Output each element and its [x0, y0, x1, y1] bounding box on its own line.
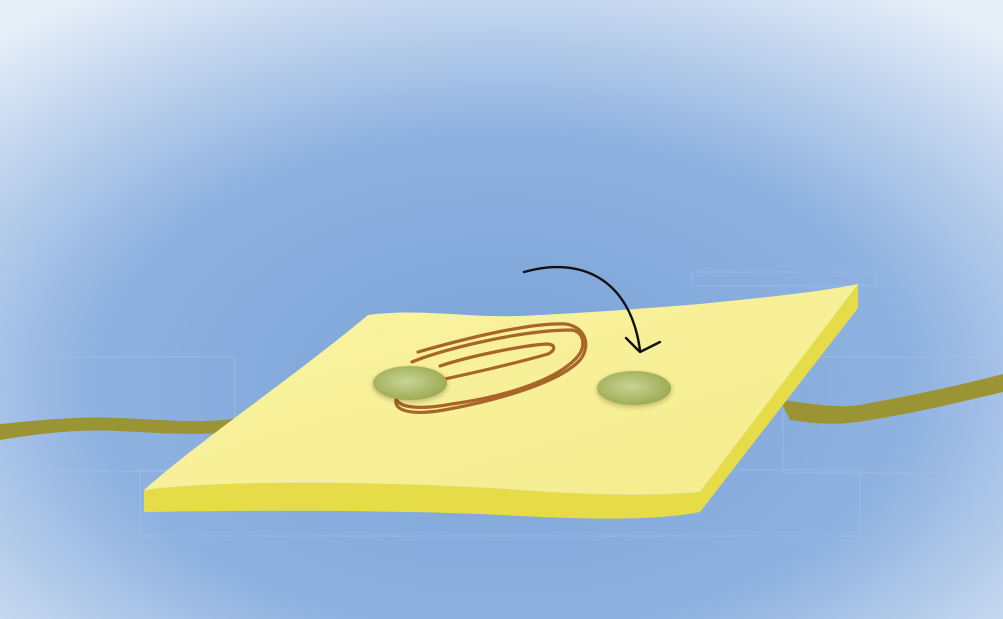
background-seams	[0, 271, 1003, 537]
droplet-right	[596, 371, 672, 408]
droplet-icon	[373, 366, 447, 400]
wire-left	[0, 417, 250, 440]
curved-arrow-icon	[522, 265, 662, 354]
droplet-icon	[597, 371, 671, 405]
sticky-pad	[144, 284, 858, 495]
sticky-pad-right-edge	[700, 284, 858, 512]
wire-right	[780, 374, 1003, 424]
droplet-left	[372, 366, 448, 403]
sticky-pad-front-edge	[144, 482, 700, 519]
